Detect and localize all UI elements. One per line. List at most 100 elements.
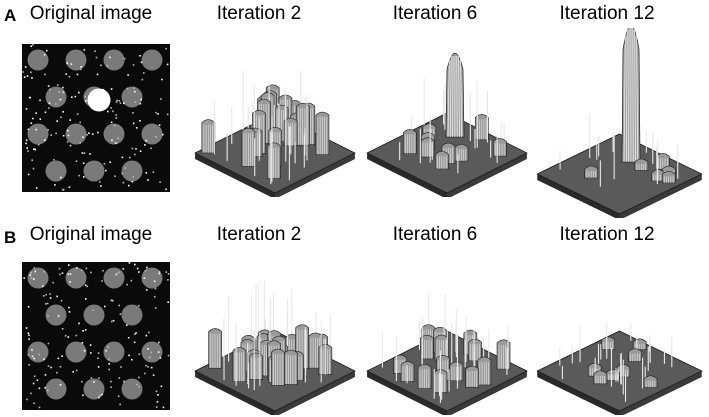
noise-speck (58, 91, 60, 93)
noise-speck (81, 269, 83, 272)
noise-speck (131, 147, 134, 150)
row-b-original-image (22, 262, 170, 410)
noise-speck (47, 129, 49, 131)
gray-blob (141, 49, 163, 71)
noise-speck (55, 132, 57, 135)
noise-speck (154, 307, 157, 309)
row-a-title-original: Original image (29, 3, 153, 24)
noise-speck (61, 355, 63, 357)
noise-speck (43, 271, 45, 273)
noise-speck (167, 279, 169, 281)
noise-speck (61, 188, 64, 191)
gray-blob (103, 123, 125, 145)
noise-speck (60, 116, 62, 119)
noise-speck (61, 272, 64, 274)
noise-speck (68, 264, 70, 266)
bump-peak (232, 347, 247, 382)
noise-speck (32, 382, 35, 385)
noise-speck (29, 274, 31, 277)
noise-speck (33, 357, 35, 360)
noise-speck (146, 266, 148, 269)
noise-speck (56, 295, 58, 298)
noise-speck (64, 334, 67, 337)
bump-peak (661, 170, 676, 184)
noise-speck (162, 133, 164, 136)
noise-speck (139, 102, 142, 105)
noise-speck (138, 304, 140, 307)
noise-speck (96, 73, 99, 76)
noise-speck (25, 139, 28, 141)
bump-peak (417, 364, 432, 389)
noise-speck (128, 184, 130, 187)
noise-speck (89, 344, 92, 346)
gray-blob (45, 304, 67, 326)
noise-speck (27, 332, 30, 334)
noise-speck (98, 396, 100, 399)
noise-speck (43, 53, 46, 56)
gray-blob (103, 49, 125, 71)
noise-speck (56, 371, 58, 374)
noise-speck (31, 355, 34, 358)
noise-speck (110, 380, 112, 383)
noise-speck (79, 121, 81, 124)
noise-speck (30, 277, 33, 279)
noise-speck (67, 336, 70, 338)
gray-blob (121, 86, 143, 108)
bump-peak (208, 328, 222, 369)
noise-speck (145, 172, 148, 174)
gray-blob (27, 267, 49, 289)
noise-speck (90, 352, 92, 354)
noise-speck (69, 273, 72, 275)
noise-speck (58, 267, 61, 270)
noise-speck (84, 95, 86, 98)
plot-side (275, 153, 355, 197)
noise-speck (123, 102, 125, 105)
noise-speck (23, 76, 26, 78)
bump-peak (449, 361, 464, 382)
noise-speck (57, 315, 60, 317)
noise-speck (44, 374, 47, 376)
noise-speck (85, 267, 88, 270)
noise-speck (131, 358, 133, 361)
noise-speck (156, 401, 159, 403)
gray-blob (141, 123, 163, 145)
noise-speck (38, 353, 40, 356)
noise-speck (155, 111, 157, 114)
noise-speck (155, 406, 158, 408)
noise-speck (109, 56, 111, 59)
noise-speck (147, 348, 149, 350)
noise-speck (76, 73, 79, 76)
noise-speck (147, 366, 149, 368)
row-b-iteration-12-plot (532, 250, 707, 415)
noise-speck (98, 377, 100, 379)
noise-speck (83, 176, 85, 178)
noise-speck (57, 357, 60, 360)
noise-speck (108, 358, 110, 361)
noise-speck (101, 393, 103, 396)
noise-speck (49, 88, 51, 91)
noise-speck (107, 346, 109, 348)
noise-speck (108, 363, 110, 365)
noise-speck (121, 172, 123, 175)
noise-speck (88, 132, 90, 134)
noise-speck (44, 111, 47, 114)
noise-speck (127, 336, 130, 339)
noise-speck (165, 271, 168, 273)
plot-side (195, 153, 275, 197)
noise-speck (132, 175, 134, 178)
noise-speck (30, 45, 32, 47)
noise-speck (109, 161, 111, 163)
noise-speck (140, 98, 142, 101)
gray-blob (83, 160, 105, 182)
noise-speck (25, 108, 28, 110)
noise-speck (101, 280, 103, 282)
noise-speck (91, 133, 94, 135)
noise-speck (35, 187, 38, 189)
noise-speck (68, 311, 71, 313)
noise-speck (145, 289, 148, 291)
row-a-iteration-12-plot (532, 28, 707, 218)
plot-side (619, 174, 702, 218)
dominant-peak (621, 28, 641, 163)
noise-speck (118, 100, 121, 102)
noise-speck (110, 121, 113, 124)
